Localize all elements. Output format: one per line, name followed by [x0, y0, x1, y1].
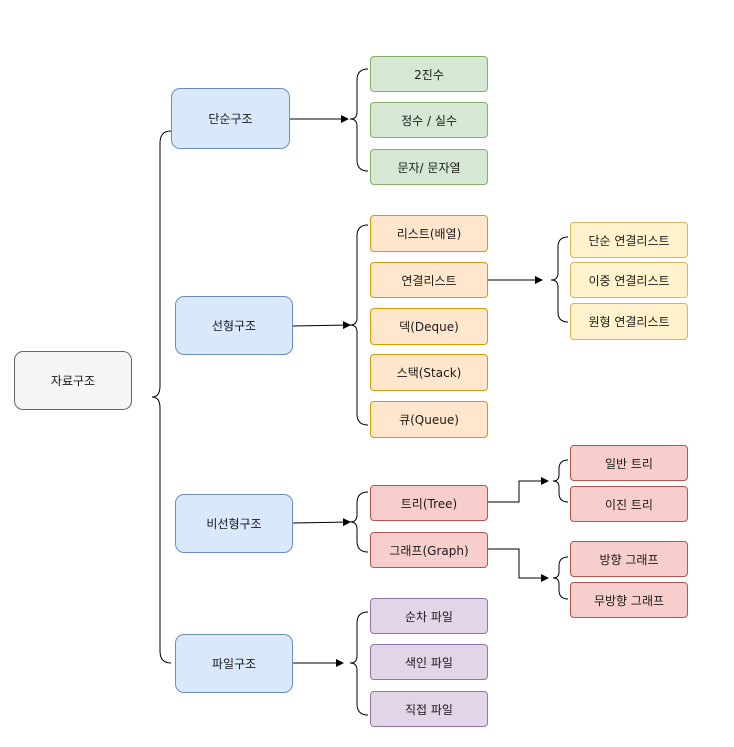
- linear-item-linked-list[interactable]: 연결리스트: [370, 262, 488, 298]
- linear-arrow: [292, 321, 351, 330]
- graph-type-directed[interactable]: 방향 그래프: [570, 541, 688, 577]
- simple-brace: [349, 68, 369, 172]
- root-brace: [151, 130, 172, 664]
- linked-list-double[interactable]: 이중 연결리스트: [570, 262, 688, 298]
- category-linear[interactable]: 선형구조: [175, 296, 293, 355]
- linear-item-queue[interactable]: 큐(Queue): [370, 401, 488, 438]
- simple-item-number[interactable]: 정수 / 실수: [370, 102, 488, 138]
- tree-arrow: [488, 477, 549, 503]
- file-item-indexed[interactable]: 색인 파일: [370, 644, 488, 680]
- category-simple[interactable]: 단순구조: [171, 88, 290, 149]
- nonlinear-item-graph[interactable]: 그래프(Graph): [370, 532, 488, 568]
- nonlinear-brace: [349, 491, 369, 553]
- linear-item-deque[interactable]: 덱(Deque): [370, 308, 488, 345]
- root-node[interactable]: 자료구조: [14, 351, 132, 410]
- linear-item-stack[interactable]: 스택(Stack): [370, 354, 488, 391]
- linear-brace: [349, 224, 369, 426]
- graph-type-undirected[interactable]: 무방향 그래프: [570, 582, 688, 618]
- linear-item-list[interactable]: 리스트(배열): [370, 215, 488, 252]
- category-file[interactable]: 파일구조: [175, 634, 293, 693]
- simple-item-string[interactable]: 문자/ 문자열: [370, 149, 488, 185]
- tree-type-binary[interactable]: 이진 트리: [570, 486, 688, 522]
- file-brace: [349, 611, 369, 716]
- nonlinear-item-tree[interactable]: 트리(Tree): [370, 485, 488, 521]
- linked-list-brace: [550, 236, 569, 323]
- simple-item-binary[interactable]: 2진수: [370, 56, 488, 92]
- tree-type-general[interactable]: 일반 트리: [570, 445, 688, 481]
- file-item-direct[interactable]: 직접 파일: [370, 691, 488, 727]
- graph-brace: [552, 556, 569, 600]
- linked-list-circular[interactable]: 원형 연결리스트: [570, 303, 688, 340]
- nonlinear-arrow: [292, 518, 351, 527]
- graph-arrow: [488, 548, 549, 582]
- file-item-sequential[interactable]: 순차 파일: [370, 598, 488, 634]
- category-nonlinear[interactable]: 비선형구조: [175, 494, 293, 553]
- tree-brace: [552, 459, 569, 503]
- linked-list-single[interactable]: 단순 연결리스트: [570, 222, 688, 258]
